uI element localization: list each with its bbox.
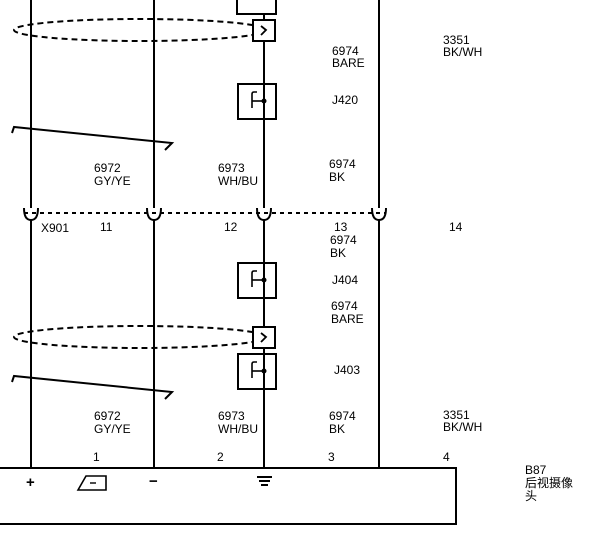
wire-mid-2-num: 6973 xyxy=(218,161,245,175)
shield-ellipse-bottom xyxy=(13,325,267,349)
top-partial-label: 6260 xyxy=(332,0,359,3)
splice-j403-symbol xyxy=(237,353,277,390)
wire-bottom-1-num: 6972 xyxy=(94,409,121,423)
component-ref: B87 xyxy=(525,463,547,477)
connector-pin-14: 14 xyxy=(449,220,463,234)
connector-terminal-14 xyxy=(371,207,387,222)
component-pin-2: 2 xyxy=(217,450,224,464)
wire-bottom-2-num: 6973 xyxy=(218,409,245,423)
plus-symbol: + xyxy=(26,474,35,491)
wire-bottom-2-color: WH/BU xyxy=(218,422,258,436)
wire-j404-num: 6974 xyxy=(330,233,357,247)
wire-mid-1-color: GY/YE xyxy=(94,174,131,188)
twisted-pair-marker-top xyxy=(11,125,175,151)
connector-terminal-11 xyxy=(23,207,39,222)
connector-pin-11: 11 xyxy=(100,220,113,234)
splice-j404-label: J404 xyxy=(332,273,358,287)
wire-mid-3-num: 6974 xyxy=(329,157,356,171)
wire-mid-3-color: BK xyxy=(329,170,345,184)
shield-terminal-top xyxy=(252,19,276,42)
wire-j403-num: 6974 xyxy=(331,299,358,313)
component-b87-box xyxy=(0,467,457,525)
wire-bottom-3-color: BK xyxy=(329,422,345,436)
splice-j403-label: J403 xyxy=(334,363,360,377)
splice-j420-symbol xyxy=(237,83,277,120)
splice-j420-label: J420 xyxy=(332,93,358,107)
video-signal-icon xyxy=(76,475,107,491)
component-pin-4: 4 xyxy=(443,450,450,464)
connector-pin-12: 12 xyxy=(224,220,238,234)
twisted-pair-marker-bottom xyxy=(11,374,175,400)
wire-top-2-color: BARE xyxy=(332,56,365,70)
shield-terminal-bottom xyxy=(252,326,276,349)
connector-name: X901 xyxy=(41,221,69,235)
wire-bottom-3-num: 6974 xyxy=(329,409,356,423)
minus-symbol: − xyxy=(149,473,158,490)
wire-top-2-num: 6974 xyxy=(332,44,359,58)
wire-j404-color: BK xyxy=(330,246,346,260)
wire-bottom-4-num: 3351 xyxy=(443,408,470,422)
component-pin-1: 1 xyxy=(93,450,100,464)
shield-ellipse-top xyxy=(13,18,267,42)
splice-j404-symbol xyxy=(237,262,277,299)
ground-icon xyxy=(257,476,272,486)
wire-top-4-color: BK/WH xyxy=(443,45,482,59)
wire-mid-1-num: 6972 xyxy=(94,161,121,175)
wire-mid-2-color: WH/BU xyxy=(218,174,258,188)
wire-top-4-num: 3351 xyxy=(443,33,470,47)
splice-box-partial xyxy=(236,0,277,15)
connector-terminal-13 xyxy=(256,207,272,222)
component-name-line2: 头 xyxy=(525,489,537,503)
wire-bottom-1-color: GY/YE xyxy=(94,422,131,436)
component-pin-3: 3 xyxy=(328,450,335,464)
wire-j403-color: BARE xyxy=(331,312,364,326)
wire-bottom-4-color: BK/WH xyxy=(443,420,482,434)
connector-terminal-12 xyxy=(146,207,162,222)
component-name-line1: 后视摄像 xyxy=(525,475,573,490)
connector-pin-13: 13 xyxy=(334,220,348,234)
